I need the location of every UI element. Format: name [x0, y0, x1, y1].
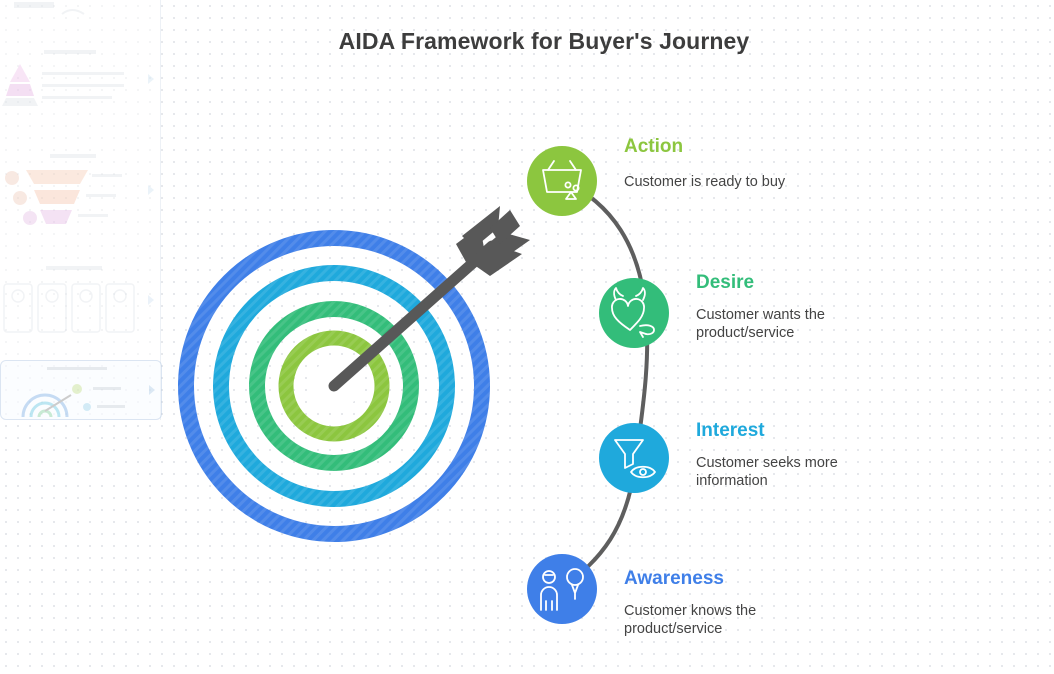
devil-heart-icon: [611, 287, 655, 338]
stage-description-desire: Customer wants the product/service: [696, 307, 825, 341]
funnel-eye-icon: [614, 439, 656, 479]
slide-thumbnail-3[interactable]: [0, 150, 160, 230]
connector-arc: [560, 178, 650, 590]
thumbnail-rail: [0, 0, 161, 420]
thumbnail-arrow-icon: [149, 385, 155, 395]
page-title: AIDA Framework for Buyer's Journey: [338, 28, 750, 54]
pyramid-thumbnail-icon: [2, 50, 124, 106]
target-ring-interest: [213, 265, 455, 507]
diagram-thumbnail-icon: [14, 2, 85, 15]
interest-stage-node[interactable]: [599, 423, 669, 493]
desire-stage-node[interactable]: [599, 278, 669, 348]
thumbnail-arrow-icon: [148, 185, 154, 195]
thumbnail-arrow-icon: [148, 74, 154, 84]
thumbnail-arrow-icon: [148, 295, 154, 305]
action-stage-node[interactable]: [527, 146, 597, 216]
target-thumbnail-icon: [21, 367, 125, 418]
target-ring-desire: [249, 301, 419, 471]
slide-thumbnail-2[interactable]: [0, 44, 160, 114]
slide-thumbnail-panel: [0, 0, 165, 420]
target-ring-awareness: [178, 230, 490, 542]
slide-thumbnail-1[interactable]: [0, 0, 160, 30]
awareness-stage-node[interactable]: [527, 554, 597, 624]
slide-thumbnail-4[interactable]: [0, 262, 160, 338]
stage-heading-awareness: Awareness: [624, 568, 724, 589]
stage-heading-action: Action: [624, 136, 684, 157]
stage-heading-interest: Interest: [696, 420, 765, 441]
target-with-arrow-icon: [178, 206, 530, 542]
funnel-thumbnail-icon: [5, 154, 122, 225]
slide-thumbnail-5[interactable]: [0, 360, 162, 420]
arrow-icon: [328, 206, 530, 392]
cards-thumbnail-icon: [3, 266, 135, 333]
stage-heading-desire: Desire: [696, 272, 755, 293]
stage-description-awareness: Customer knows the product/service: [624, 603, 757, 637]
person-lightbulb-icon: [540, 568, 584, 611]
target-ring-action: [278, 330, 390, 442]
shopping-basket-icon: [542, 160, 582, 200]
stage-description-action: Customer is ready to buy: [624, 174, 786, 190]
stage-description-interest: Customer seeks more information: [696, 455, 838, 489]
